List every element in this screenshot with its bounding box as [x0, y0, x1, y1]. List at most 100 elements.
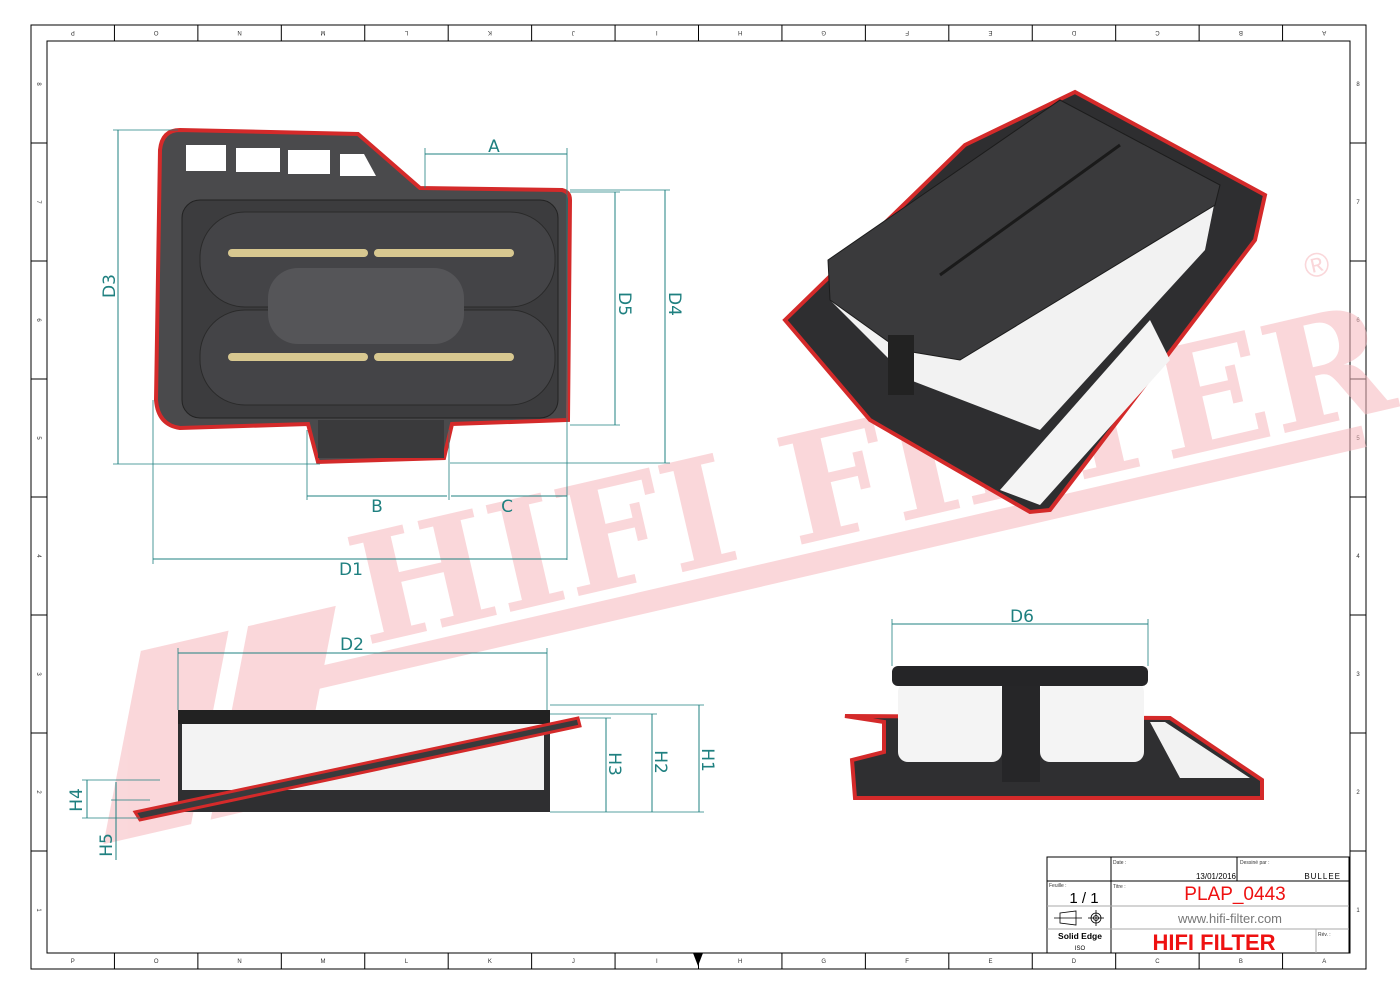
zone-label-top: P: [71, 29, 75, 35]
dim-label-h2: H2: [650, 750, 670, 774]
zone-label-right: 4: [1356, 554, 1360, 560]
front-cover: [892, 666, 1148, 686]
dim-label-d6: D6: [1010, 607, 1034, 627]
iso-slot: [939, 143, 1121, 277]
zone-label-top: F: [905, 29, 909, 35]
dim-label-h3: H3: [604, 752, 624, 776]
zone-label-top: K: [488, 29, 492, 35]
front-vents: [1150, 722, 1250, 778]
zone-label-top: J: [572, 29, 575, 35]
zone-label-bottom: A: [1322, 959, 1326, 965]
iso-view: [782, 89, 1268, 515]
dim-label-d3: D3: [100, 274, 120, 298]
zone-label-left: 7: [35, 200, 41, 204]
zone-label-bottom: N: [237, 959, 241, 965]
side-cover: [178, 710, 550, 724]
slot: [228, 249, 368, 257]
zone-label-left: 2: [35, 790, 41, 794]
tab: [318, 420, 444, 458]
zone-label-top: I: [656, 29, 658, 35]
dim-label-h1: H1: [697, 748, 717, 772]
zone-label-bottom: L: [405, 959, 409, 965]
vent-window: [186, 145, 226, 171]
iso-cover: [827, 99, 1221, 361]
zone-markers: PPOONNMMLLKKJJIIHHGGFFEEDDCCBBAA88776655…: [31, 25, 1366, 969]
dim-label-c: C: [501, 497, 513, 517]
zone-label-bottom: M: [321, 959, 326, 965]
zone-label-right: 8: [1356, 82, 1360, 88]
iso-center-post: [888, 335, 914, 395]
zone-label-top: E: [989, 29, 993, 35]
website: www.hifi-filter.com: [1177, 911, 1282, 926]
zone-label-top: L: [404, 29, 408, 35]
watermark-bar: [309, 425, 1367, 690]
slot: [228, 353, 368, 361]
standard: ISO: [1075, 946, 1086, 952]
zone-label-bottom: I: [656, 959, 658, 965]
zone-label-top: M: [321, 29, 326, 35]
side-gasket: [132, 716, 582, 822]
date-value: 13/01/2016: [1196, 872, 1237, 881]
zone-label-top: D: [1071, 29, 1076, 35]
dim-label-d5: D5: [614, 292, 634, 316]
revision-label: Rév. :: [1318, 932, 1331, 938]
slot: [374, 249, 514, 257]
date-label: Date :: [1113, 860, 1126, 866]
side-filter-media: [182, 722, 544, 790]
zone-label-top: B: [1239, 29, 1243, 35]
zone-label-top: O: [153, 29, 158, 35]
zone-label-left: 5: [35, 436, 41, 440]
front-view: [844, 666, 1264, 800]
drawn-by-label: Dessiné par :: [1240, 860, 1269, 866]
zone-label-bottom: E: [989, 959, 993, 965]
vent-window: [236, 148, 280, 172]
zone-label-top: H: [738, 29, 742, 35]
dim-label-d2: D2: [340, 635, 364, 655]
dim-label-h5: H5: [97, 833, 117, 857]
zone-label-bottom: J: [572, 959, 575, 965]
zone-label-top: G: [821, 29, 826, 35]
zone-label-bottom: K: [488, 959, 492, 965]
sheet-label: Feuille :: [1049, 883, 1067, 889]
zone-label-right: 2: [1356, 790, 1360, 796]
zone-label-bottom: B: [1239, 959, 1243, 965]
zone-label-left: 3: [35, 672, 41, 676]
zone-label-right: 6: [1356, 318, 1360, 324]
zone-label-right: 1: [1356, 908, 1360, 914]
drawn-by-value: BULLEE: [1304, 872, 1341, 881]
zone-label-bottom: F: [905, 959, 909, 965]
zone-label-top: C: [1155, 29, 1160, 35]
label-area: [268, 268, 464, 344]
zone-label-top: N: [237, 29, 241, 35]
vent-window: [288, 150, 330, 174]
front-filter-left: [898, 682, 1002, 762]
iso-vents: [1000, 320, 1170, 505]
top-view: [153, 127, 573, 465]
zone-label-bottom: P: [71, 959, 75, 965]
dim-label-a: A: [488, 137, 500, 157]
zone-label-top: A: [1322, 29, 1326, 35]
company-name: HIFI FILTER: [1152, 930, 1275, 955]
zone-label-bottom: O: [154, 959, 159, 965]
zone-label-bottom: G: [821, 959, 826, 965]
zone-label-bottom: H: [738, 959, 742, 965]
watermark-registered: ®: [1300, 244, 1333, 287]
zone-label-bottom: C: [1155, 959, 1160, 965]
zone-label-bottom: D: [1072, 959, 1077, 965]
zone-label-right: 7: [1356, 200, 1360, 206]
centering-mark-icon: [693, 953, 703, 966]
title-block: Date : 13/01/2016 Dessiné par : BULLEE F…: [1046, 856, 1350, 955]
sheet-value: 1 / 1: [1069, 890, 1098, 907]
zone-label-left: 4: [35, 554, 41, 558]
title-label: Titre :: [1113, 884, 1126, 890]
zone-label-right: 3: [1356, 672, 1360, 678]
front-filter-right: [1040, 682, 1144, 762]
side-view: [132, 710, 582, 822]
dim-label-h4: H4: [67, 788, 87, 812]
drawing-title: PLAP_0443: [1184, 884, 1285, 905]
vent-window: [340, 154, 376, 176]
slot: [374, 353, 514, 361]
dimensions: A D5 D4 D3 B C D1 D2 D6 H1 H2: [67, 129, 1149, 860]
zone-label-left: 6: [35, 318, 41, 322]
